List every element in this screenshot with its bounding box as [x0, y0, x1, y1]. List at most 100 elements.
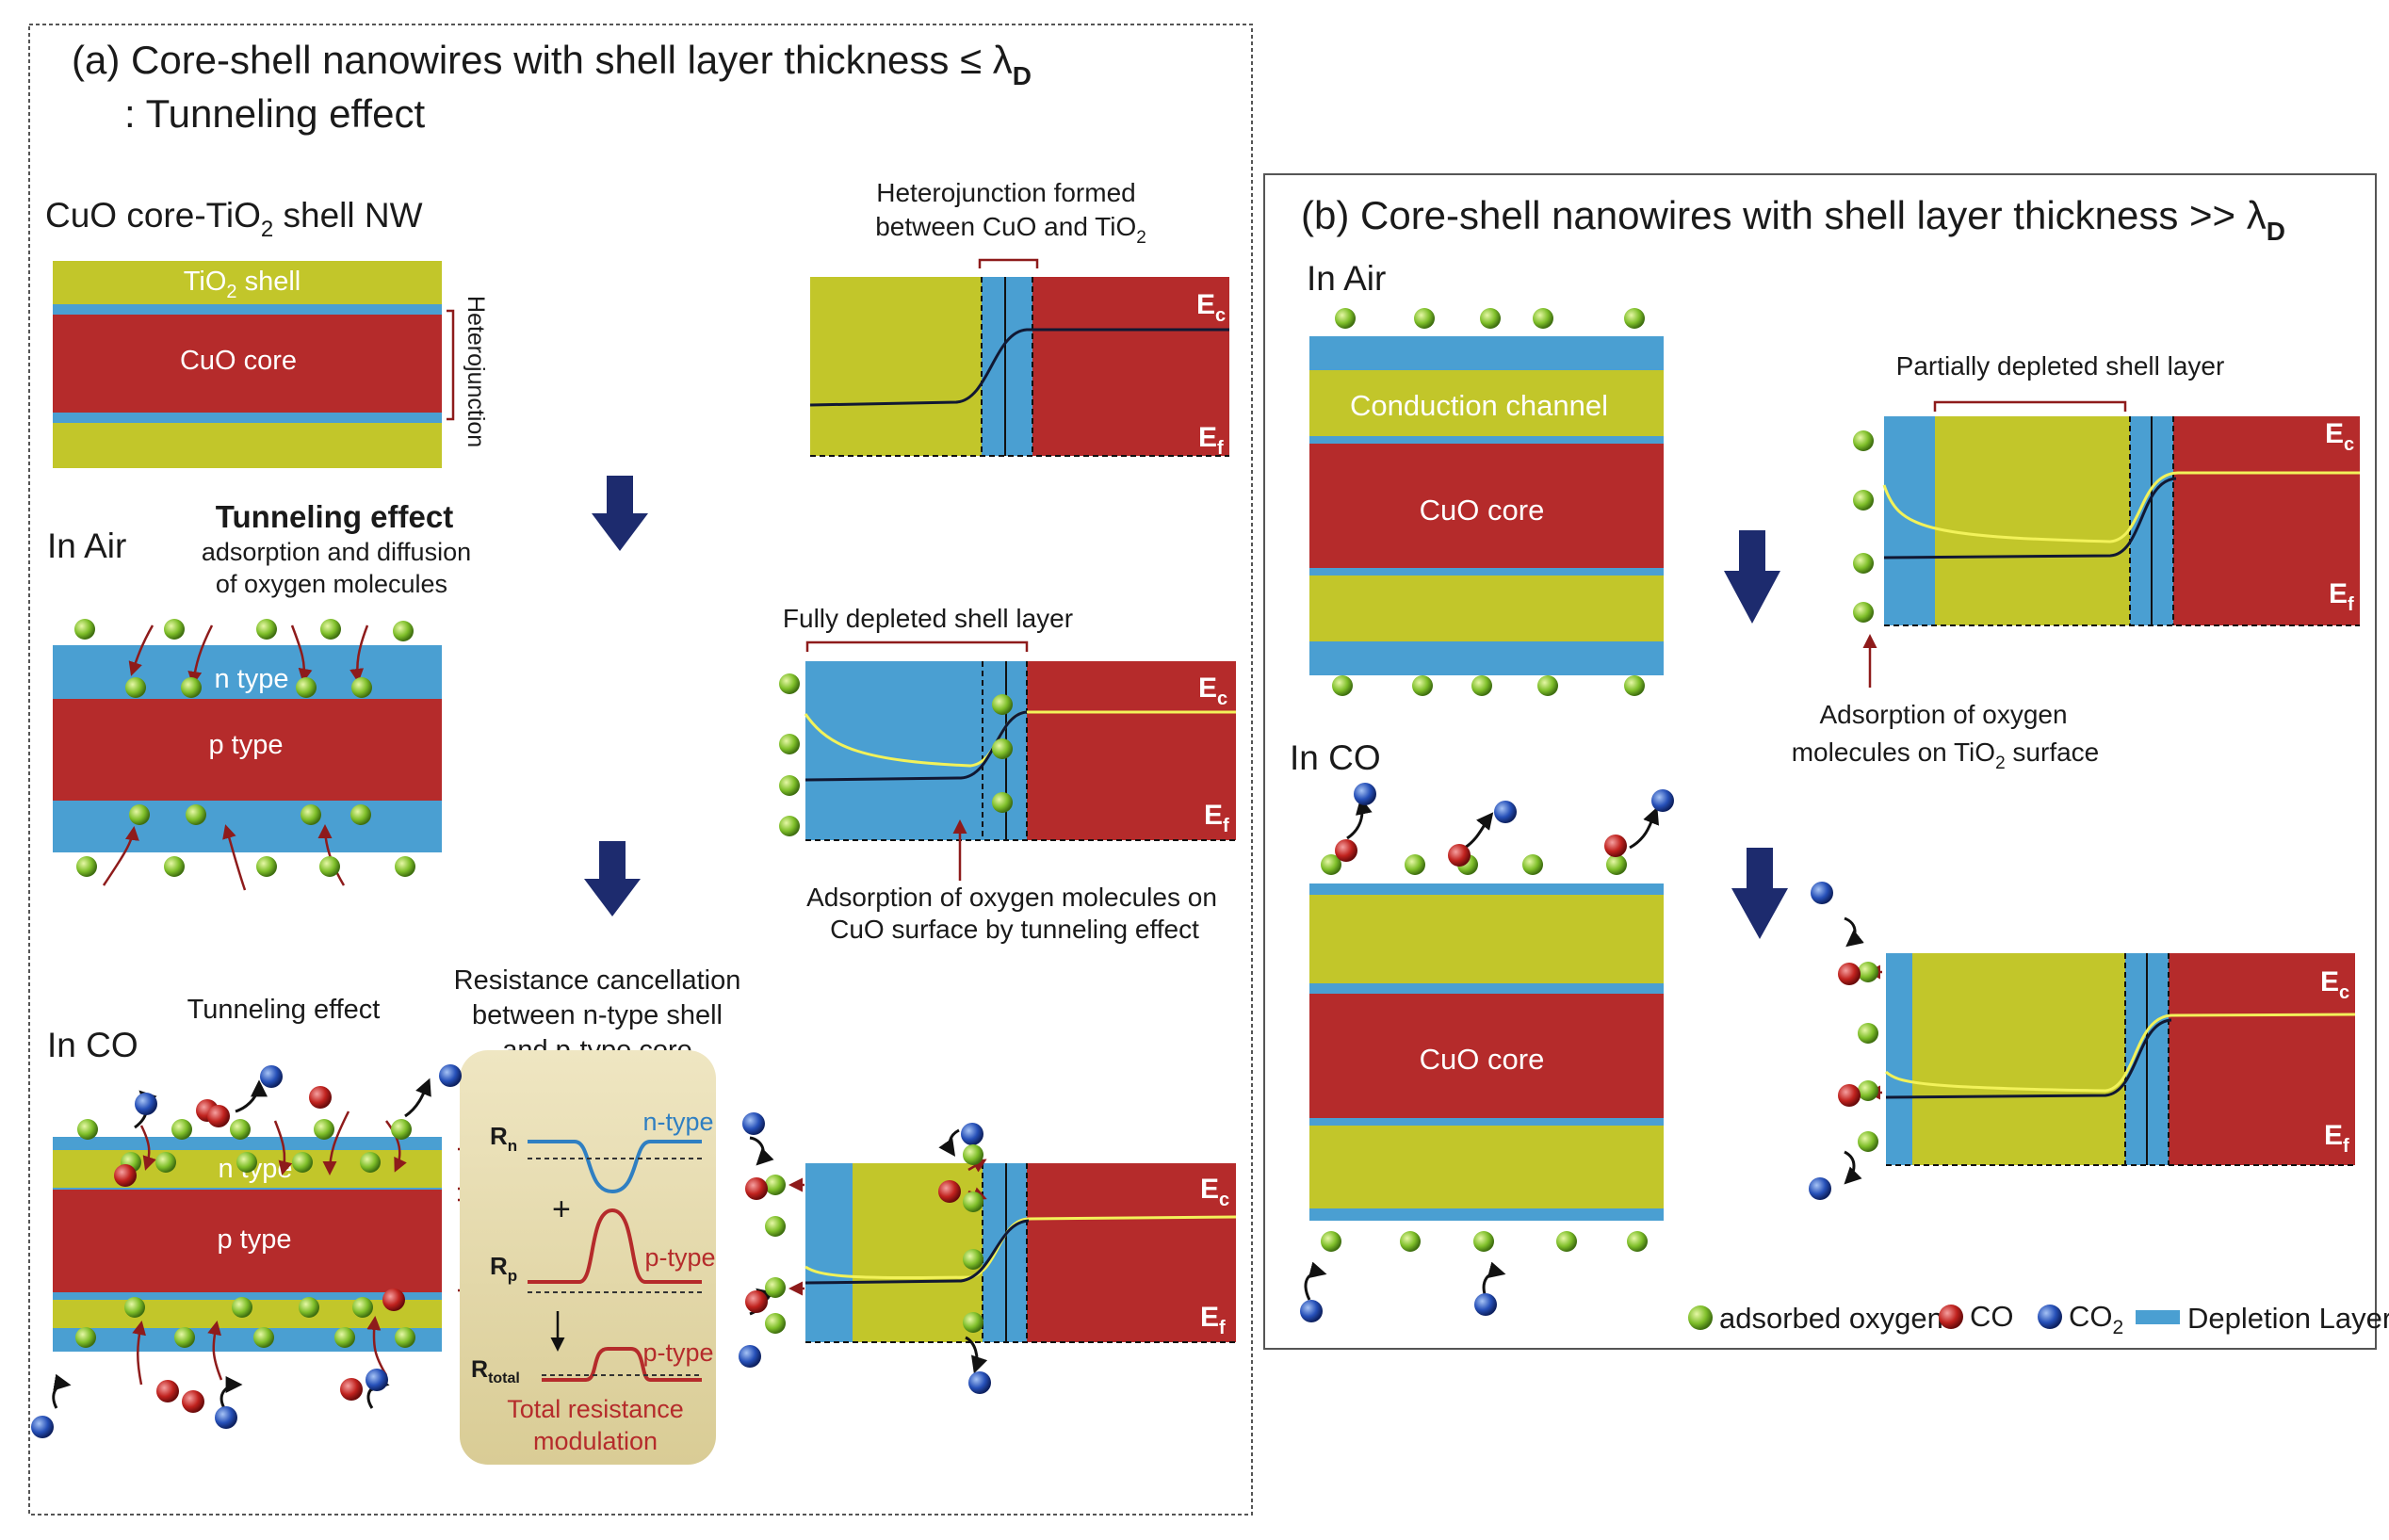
- co-molecule: [156, 1380, 179, 1402]
- panel-a-subtitle: : Tunneling effect: [124, 91, 425, 136]
- oxygen-molecule: [1858, 1080, 1878, 1101]
- oxygen-molecule: [125, 677, 146, 698]
- band-diagram-fully-depleted: Ec Ef: [804, 661, 1236, 841]
- tunneling-title: Tunneling effect: [216, 499, 453, 534]
- rn-label: Rn: [490, 1122, 517, 1155]
- oxygen-molecule: [1853, 602, 1874, 623]
- co2-molecule: [961, 1123, 983, 1145]
- oxygen-molecule: [765, 1313, 786, 1334]
- co-molecule: [182, 1390, 204, 1413]
- oxygen-molecule: [232, 1297, 252, 1318]
- tunneling-effect-small: Tunneling effect: [187, 995, 381, 1025]
- oxygen-molecule: [334, 1327, 355, 1348]
- oxygen-molecule: [76, 856, 97, 877]
- fully-depleted-label: Fully depleted shell layer: [783, 604, 1073, 633]
- in-co-label-b: In CO: [1290, 738, 1381, 777]
- oxygen-molecule: [164, 856, 185, 877]
- oxygen-molecule: [1321, 1231, 1341, 1252]
- tunneling-desc-2: of oxygen molecules: [216, 570, 447, 598]
- total-mod-2: modulation: [533, 1427, 658, 1455]
- adsorption-cuo-2: CuO surface by tunneling effect: [830, 915, 1199, 944]
- panel-b-title: (b) Core-shell nanowires with shell laye…: [1301, 193, 2285, 246]
- oxygen-molecule: [779, 734, 800, 754]
- band-diagram-co-a: Ec Ef: [804, 1163, 1237, 1343]
- oxygen-molecule: [1335, 308, 1356, 329]
- down-arrow-2: [584, 841, 641, 916]
- oxygen-molecule: [360, 1152, 381, 1173]
- oxygen-molecule: [1853, 430, 1874, 451]
- oxygen-molecule: [320, 619, 341, 640]
- oxygen-molecule: [1400, 1231, 1421, 1252]
- co2-molecule: [968, 1371, 991, 1394]
- co2-molecule: [1354, 783, 1376, 805]
- legend-co2-label: CO2: [2069, 1300, 2123, 1338]
- oxygen-molecule: [75, 1327, 96, 1348]
- ec-label: Ec: [1200, 1174, 1229, 1210]
- partially-depleted-label: Partially depleted shell layer: [1896, 351, 2225, 381]
- molecules-layer: [31, 308, 1878, 1438]
- resistance-1: Resistance cancellation: [454, 965, 741, 996]
- oxygen-molecule: [1853, 490, 1874, 511]
- oxygen-molecule: [395, 856, 415, 877]
- oxygen-molecule: [963, 1144, 983, 1165]
- fully-depleted-bracket: [805, 640, 1029, 652]
- co2-molecule: [135, 1093, 157, 1115]
- oxygen-molecule: [350, 804, 371, 825]
- oxygen-molecule: [1606, 854, 1627, 875]
- legend-co-icon: [1939, 1305, 1963, 1329]
- heterojunction-label: Heterojunction: [463, 296, 489, 447]
- oxygen-molecule: [230, 1119, 251, 1140]
- in-air-label-b: In Air: [1307, 259, 1386, 298]
- oxygen-molecule: [256, 856, 277, 877]
- plus-sign: +: [552, 1191, 571, 1227]
- oxygen-molecule: [1412, 675, 1433, 696]
- oxygen-molecule: [963, 1312, 983, 1333]
- conduction-channel-label: Conduction channel: [1350, 389, 1608, 422]
- oxygen-molecule: [1522, 854, 1543, 875]
- nanowire-in-air: n type p type: [53, 645, 442, 852]
- co-molecule: [1335, 839, 1357, 862]
- co2-molecule: [739, 1345, 761, 1368]
- nw-title: CuO core-TiO2 shell NW: [45, 196, 423, 242]
- in-co-label-a: In CO: [47, 1026, 138, 1064]
- legend: adsorbed oxygen CO CO2 Depletion Layer: [1688, 1300, 2389, 1338]
- ptype-curve-label: p-type: [644, 1243, 715, 1272]
- oxygen-molecule: [1627, 1231, 1648, 1252]
- legend-oxygen-label: adsorbed oxygen: [1719, 1302, 1943, 1335]
- hetero-note-2: between CuO and TiO2: [875, 212, 1146, 248]
- ntype-curve-label: n-type: [642, 1108, 713, 1136]
- legend-co2-icon: [2038, 1305, 2062, 1329]
- ef-label: Ef: [1204, 800, 1229, 836]
- in-air-label-a: In Air: [47, 527, 126, 565]
- resistance-box: Rn n-type + Rp p-type Rtotal p-type Tota…: [460, 1050, 716, 1465]
- oxygen-molecule: [395, 1327, 415, 1348]
- oxygen-molecule: [393, 621, 414, 641]
- co-molecule: [1448, 844, 1471, 867]
- oxygen-molecule: [155, 1152, 176, 1173]
- band-diagram-hetero: Ec Ef: [809, 277, 1229, 459]
- core-label-b: CuO core: [1420, 494, 1545, 527]
- co-molecule: [1604, 835, 1627, 857]
- co-molecule: [745, 1290, 768, 1313]
- nanowire-b-co: CuO core: [1309, 883, 1664, 1221]
- oxygen-molecule: [292, 1152, 313, 1173]
- oxygen-molecule: [129, 804, 150, 825]
- co-molecule: [1838, 963, 1861, 985]
- oxygen-molecule: [1533, 308, 1553, 329]
- co-molecule: [745, 1177, 768, 1200]
- oxygen-molecule: [391, 1119, 412, 1140]
- co2-molecule: [1300, 1300, 1323, 1322]
- co2-molecule: [1474, 1293, 1497, 1316]
- resistance-2: between n-type shell: [472, 1000, 723, 1030]
- co2-molecule: [742, 1112, 765, 1135]
- oxygen-molecule: [77, 1119, 98, 1140]
- core-label: CuO core: [180, 346, 297, 376]
- hetero-bracket: [978, 258, 1039, 268]
- n-type-label: n type: [215, 664, 289, 694]
- co-diffusion-arrows: [132, 1110, 407, 1386]
- co-molecule: [114, 1164, 137, 1187]
- oxygen-molecule: [992, 792, 1013, 813]
- ef-label: Ef: [2329, 578, 2354, 615]
- oxygen-molecule: [186, 804, 206, 825]
